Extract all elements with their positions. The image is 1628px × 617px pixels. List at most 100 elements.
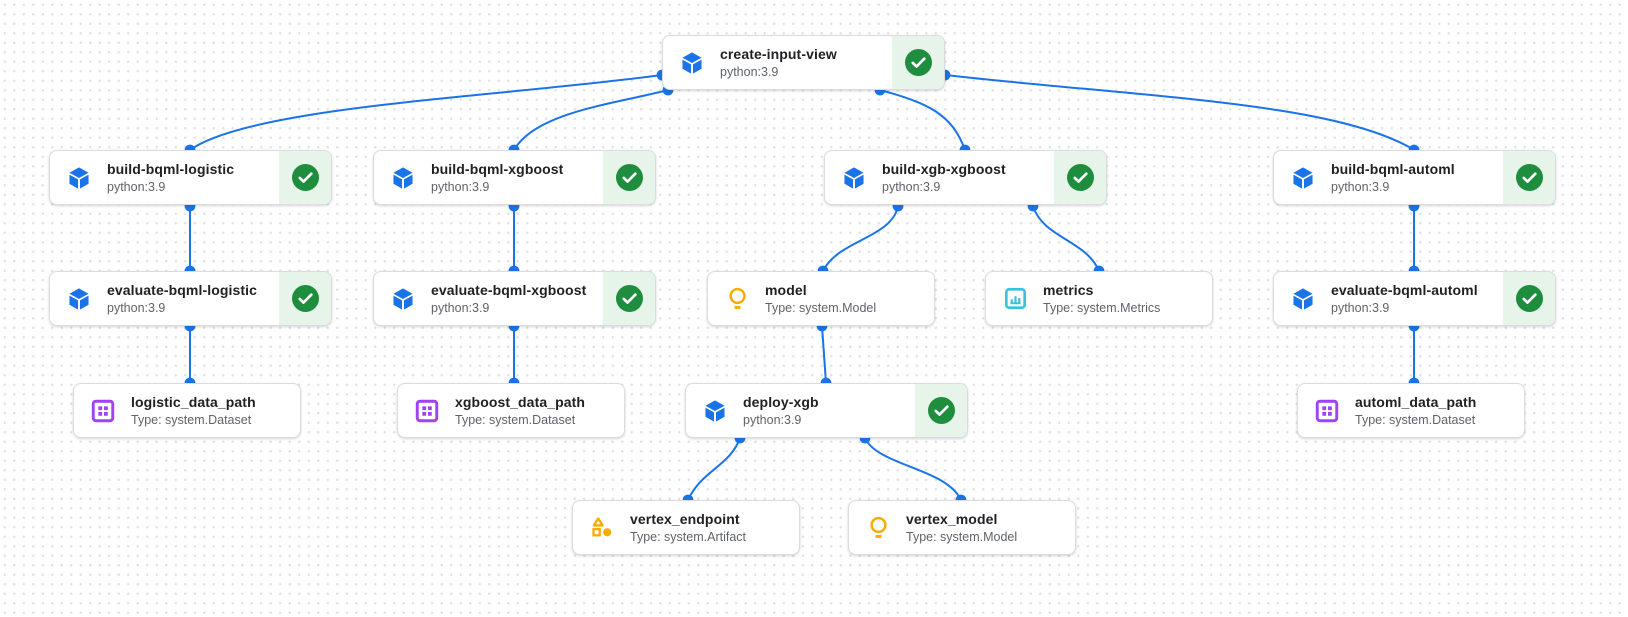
node-status-succeeded <box>279 272 331 325</box>
pipeline-node-build-bqml-logistic[interactable]: build-bqml-logistic python:3.9 <box>49 150 332 205</box>
edge-create-input-view-to-build-xgb-xgboost <box>874 84 971 156</box>
edge-create-input-view-to-build-bqml-automl <box>939 69 1420 156</box>
node-subtitle: python:3.9 <box>431 179 490 194</box>
edge-build-bqml-xgboost-to-evaluate-bqml-xgboost <box>508 200 520 277</box>
node-subtitle: Type: system.Dataset <box>131 412 252 427</box>
success-check-icon <box>1515 164 1543 191</box>
edge-build-bqml-logistic-to-evaluate-bqml-logistic <box>184 200 196 277</box>
edge-deploy-xgb-to-vertex_endpoint <box>682 432 746 506</box>
edge-evaluate-bqml-logistic-to-logistic_data_path <box>184 320 196 389</box>
success-check-icon <box>291 164 319 191</box>
pipeline-node-deploy-xgb[interactable]: deploy-xgb python:3.9 <box>685 383 968 438</box>
node-subtitle: python:3.9 <box>720 64 779 79</box>
node-title: evaluate-bqml-xgboost <box>431 281 587 298</box>
pipeline-node-build-bqml-automl[interactable]: build-bqml-automl python:3.9 <box>1273 150 1556 205</box>
dataset-icon <box>1314 398 1340 424</box>
node-subtitle: python:3.9 <box>431 300 490 315</box>
cube-icon <box>841 165 867 191</box>
node-text: build-bqml-xgboost python:3.9 <box>431 161 563 195</box>
node-status-succeeded <box>892 36 944 89</box>
node-title: create-input-view <box>720 45 837 62</box>
pipeline-node-build-bqml-xgboost[interactable]: build-bqml-xgboost python:3.9 <box>373 150 656 205</box>
artifact-shapes-icon <box>589 515 615 541</box>
success-check-icon <box>615 285 643 312</box>
node-text: build-bqml-automl python:3.9 <box>1331 161 1455 195</box>
edge-evaluate-bqml-xgboost-to-xgboost_data_path <box>508 320 520 389</box>
node-subtitle: python:3.9 <box>743 412 802 427</box>
cube-icon <box>66 286 92 312</box>
node-status-succeeded <box>915 384 967 437</box>
node-status-succeeded <box>279 151 331 204</box>
metrics-icon <box>1002 286 1028 312</box>
node-title: build-bqml-xgboost <box>431 160 564 177</box>
edge-model-to-deploy-xgb <box>816 320 832 389</box>
node-status-succeeded <box>1503 272 1555 325</box>
node-title: build-xgb-xgboost <box>882 160 1006 177</box>
lightbulb-icon <box>724 286 750 312</box>
node-title: build-bqml-automl <box>1331 160 1455 177</box>
pipeline-node-create-input-view[interactable]: create-input-view python:3.9 <box>662 35 945 90</box>
node-subtitle: Type: system.Artifact <box>630 529 747 544</box>
node-title: xgboost_data_path <box>455 393 586 410</box>
cube-icon <box>66 165 92 191</box>
edge-build-xgb-xgboost-to-model <box>817 200 904 277</box>
lightbulb-icon <box>865 515 891 541</box>
node-subtitle: Type: system.Model <box>906 529 1018 544</box>
edge-create-input-view-to-build-bqml-xgboost <box>508 84 674 156</box>
node-subtitle: python:3.9 <box>1331 179 1390 194</box>
cube-icon <box>390 165 416 191</box>
edge-build-bqml-automl-to-evaluate-bqml-automl <box>1408 200 1420 277</box>
dataset-icon <box>90 398 116 424</box>
success-check-icon <box>927 397 955 424</box>
node-text: evaluate-bqml-logistic python:3.9 <box>107 282 257 316</box>
node-status-succeeded <box>1503 151 1555 204</box>
node-title: model <box>765 281 807 298</box>
edge-deploy-xgb-to-vertex_model <box>859 432 967 506</box>
node-title: build-bqml-logistic <box>107 160 235 177</box>
pipeline-node-evaluate-bqml-xgboost[interactable]: evaluate-bqml-xgboost python:3.9 <box>373 271 656 326</box>
node-title: deploy-xgb <box>743 393 819 410</box>
node-title: metrics <box>1043 281 1094 298</box>
node-text: evaluate-bqml-xgboost python:3.9 <box>431 282 586 316</box>
cube-icon <box>702 398 728 424</box>
success-check-icon <box>904 49 932 76</box>
node-subtitle: python:3.9 <box>107 179 166 194</box>
edge-evaluate-bqml-automl-to-automl_data_path <box>1408 320 1420 389</box>
cube-icon <box>390 286 416 312</box>
cube-icon <box>679 50 705 76</box>
node-subtitle: Type: system.Dataset <box>1355 412 1476 427</box>
cube-icon <box>1290 165 1316 191</box>
node-text: build-bqml-logistic python:3.9 <box>107 161 234 195</box>
dataset-icon <box>414 398 440 424</box>
node-subtitle: python:3.9 <box>107 300 166 315</box>
node-title: evaluate-bqml-logistic <box>107 281 258 298</box>
success-check-icon <box>615 164 643 191</box>
node-status-succeeded <box>1054 151 1106 204</box>
pipeline-node-evaluate-bqml-logistic[interactable]: evaluate-bqml-logistic python:3.9 <box>49 271 332 326</box>
success-check-icon <box>291 285 319 312</box>
node-title: evaluate-bqml-automl <box>1331 281 1478 298</box>
node-text: deploy-xgb python:3.9 <box>743 394 819 428</box>
edge-create-input-view-to-build-bqml-logistic <box>184 69 668 156</box>
cube-icon <box>1290 286 1316 312</box>
success-check-icon <box>1066 164 1094 191</box>
node-title: vertex_model <box>906 510 998 527</box>
